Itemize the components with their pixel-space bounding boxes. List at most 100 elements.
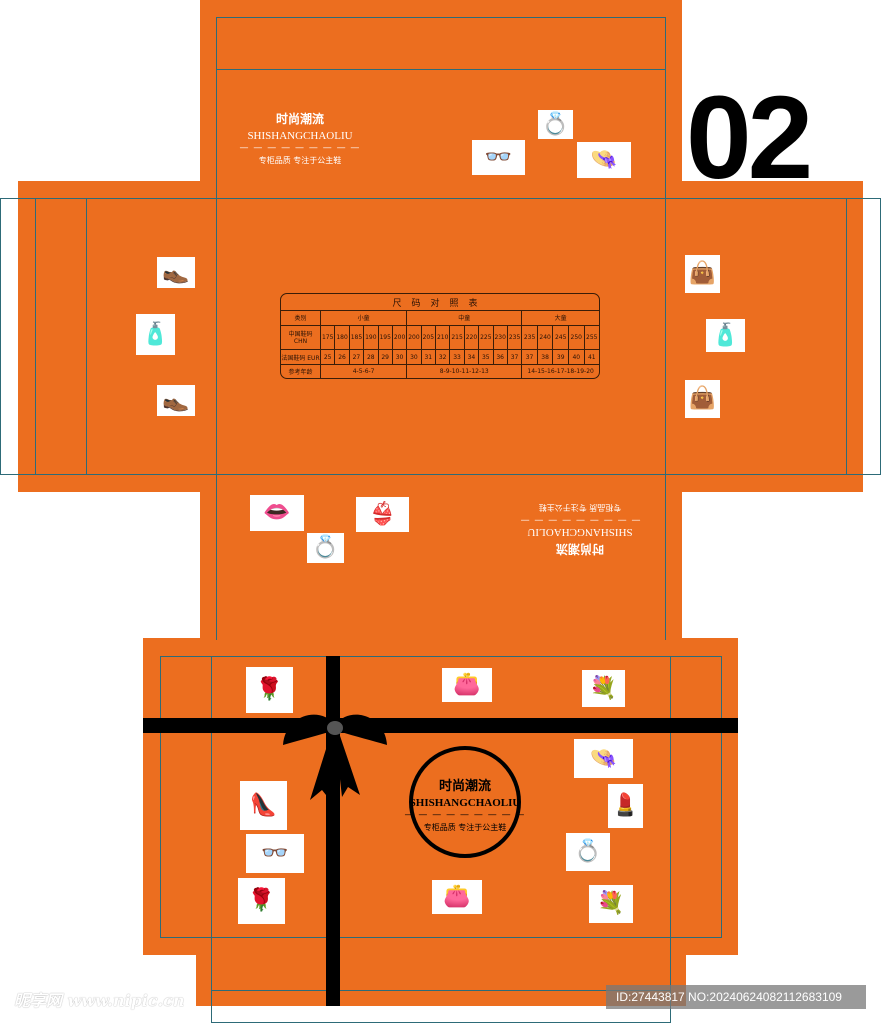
rose-icon: 🌹 bbox=[238, 878, 285, 924]
heel-icon: 👠 bbox=[240, 781, 287, 830]
chn-size-cell: 245 bbox=[553, 325, 569, 351]
flowers-icon: 💐 bbox=[582, 670, 625, 707]
ring-icon: 💍 bbox=[307, 533, 344, 563]
ribbon-horizontal bbox=[143, 718, 738, 733]
chn-size-cell: 200 bbox=[407, 325, 422, 351]
brand-en: SHISHANGCHAOLIU bbox=[409, 797, 521, 809]
chn-size-cell: 220 bbox=[464, 325, 480, 351]
purse-icon: 👛 bbox=[432, 880, 482, 914]
brand-cn: 时尚潮流 bbox=[556, 542, 605, 556]
eur-size-cell: 37 bbox=[522, 350, 538, 365]
eur-size-cell: 33 bbox=[450, 350, 465, 365]
chn-size-cell: 210 bbox=[436, 325, 451, 351]
eur-size-cell: 25 bbox=[321, 350, 336, 365]
group-header: 小童 bbox=[321, 311, 408, 326]
size-chart-title: 尺码对照表 bbox=[281, 294, 599, 311]
bra-icon: 👙 bbox=[356, 497, 409, 532]
eur-size-cell: 30 bbox=[392, 350, 408, 365]
brand-slogan: 专柜品质 专注于公主鞋 bbox=[258, 156, 342, 165]
row-label: 中国鞋码 CHN bbox=[281, 325, 321, 351]
watermark-site: 昵享网 www.nipic.cn bbox=[14, 991, 185, 1010]
dieline bbox=[216, 17, 217, 640]
brand-en: SHISHANGCHAOLIU bbox=[247, 130, 353, 142]
dieline bbox=[211, 990, 671, 991]
chn-size-cell: 235 bbox=[522, 325, 538, 351]
chn-size-cell: 240 bbox=[537, 325, 554, 351]
chn-size-cell: 230 bbox=[493, 325, 508, 351]
chn-size-cell: 185 bbox=[349, 325, 365, 351]
brand-block-top: 时尚潮流 SHISHANGCHAOLIU — — — — — — — — — 专… bbox=[230, 110, 370, 166]
hat-icon: 👒 bbox=[577, 142, 631, 178]
watermark-id: ID:27443817 NO:20240624082112683109 bbox=[606, 985, 866, 1009]
eur-size-cell: 26 bbox=[335, 350, 350, 365]
chn-size-cell: 225 bbox=[479, 325, 494, 351]
age-cell: 14-15-16-17-18-19-20 bbox=[527, 367, 594, 375]
chn-size-cell: 255 bbox=[584, 326, 599, 351]
brand-seal bbox=[409, 746, 521, 858]
eur-size-cell: 31 bbox=[421, 350, 436, 365]
bottom-flap bbox=[196, 955, 686, 1006]
brand-slogan: 专柜品质 专注于公主鞋 bbox=[538, 503, 622, 512]
dieline bbox=[670, 656, 671, 1023]
group-header: 中童 bbox=[407, 311, 523, 326]
chn-size-cell: 200 bbox=[392, 325, 408, 351]
ring-icon: 💍 bbox=[538, 110, 573, 139]
chn-size-cell: 215 bbox=[450, 325, 465, 351]
row-label: 法国鞋码 EUR bbox=[281, 350, 321, 365]
brand-slogan: 专柜品质 专注于公主鞋 bbox=[423, 823, 507, 832]
eur-size-cell: 36 bbox=[493, 350, 508, 365]
sunglasses-icon: 👓 bbox=[472, 140, 525, 175]
eur-size-cell: 30 bbox=[407, 350, 422, 365]
box-number: 02 bbox=[686, 72, 813, 204]
group-header: 大童 bbox=[522, 311, 599, 326]
purse-icon: 👛 bbox=[442, 668, 492, 702]
dieline bbox=[846, 198, 847, 475]
brand-dashes: — — — — — — — — — bbox=[404, 810, 526, 820]
handbag-icon: 👜 bbox=[685, 255, 720, 293]
brand-en: SHISHANGCHAOLIU bbox=[527, 526, 633, 538]
brand-cn: 时尚潮流 bbox=[438, 779, 491, 794]
eur-size-cell: 39 bbox=[553, 350, 569, 365]
perfume-icon: 🧴 bbox=[706, 319, 745, 352]
eur-size-cell: 32 bbox=[436, 350, 451, 365]
brand-cn: 时尚潮流 bbox=[275, 112, 324, 126]
dieline bbox=[665, 17, 666, 640]
chn-size-cell: 195 bbox=[378, 325, 393, 351]
chn-size-cell: 235 bbox=[507, 325, 523, 351]
age-cell: 4-5-6-7 bbox=[321, 364, 408, 378]
lips-icon: 👄 bbox=[250, 495, 304, 531]
chn-size-cell: 180 bbox=[335, 325, 350, 351]
eur-size-cell: 40 bbox=[568, 350, 585, 365]
brand-block-rotated: 时尚潮流 SHISHANGCHAOLIU — — — — — — — — — 专… bbox=[510, 502, 650, 558]
chn-size-cell: 205 bbox=[421, 325, 436, 351]
dieline-top bbox=[216, 17, 666, 70]
eur-size-cell: 34 bbox=[464, 350, 480, 365]
rose-icon: 🌹 bbox=[246, 667, 293, 713]
shoes-icon: 👞 bbox=[157, 385, 195, 416]
row-label: 参考年龄 bbox=[281, 364, 321, 378]
flowers-icon: 💐 bbox=[589, 885, 633, 923]
eur-size-cell: 35 bbox=[479, 350, 494, 365]
eur-size-cell: 28 bbox=[364, 350, 379, 365]
dieline bbox=[86, 198, 87, 475]
eur-size-cell: 37 bbox=[507, 350, 523, 365]
dieline-lid bbox=[160, 656, 722, 938]
perfume-icon: 🧴 bbox=[136, 314, 175, 355]
chn-size-cell: 175 bbox=[321, 325, 336, 351]
chn-size-cell: 190 bbox=[364, 325, 379, 351]
hat-icon: 👒 bbox=[574, 739, 633, 778]
eur-size-cell: 38 bbox=[537, 350, 554, 365]
dieline bbox=[211, 1022, 671, 1023]
age-cell: 8-9-10-11-12-13 bbox=[407, 364, 523, 378]
ring-icon: 💍 bbox=[566, 833, 610, 871]
brand-dashes: — — — — — — — — — bbox=[519, 515, 641, 525]
dieline bbox=[211, 656, 212, 1023]
dieline bbox=[35, 198, 36, 475]
shoes-icon: 👞 bbox=[157, 257, 195, 288]
lipstick-icon: 💄 bbox=[608, 784, 643, 828]
eur-size-cell: 29 bbox=[378, 350, 393, 365]
brand-block-seal: 时尚潮流 SHISHANGCHAOLIU — — — — — — — — — 专… bbox=[395, 775, 535, 833]
handbag-icon: 👜 bbox=[685, 380, 720, 418]
eur-size-cell: 27 bbox=[349, 350, 365, 365]
